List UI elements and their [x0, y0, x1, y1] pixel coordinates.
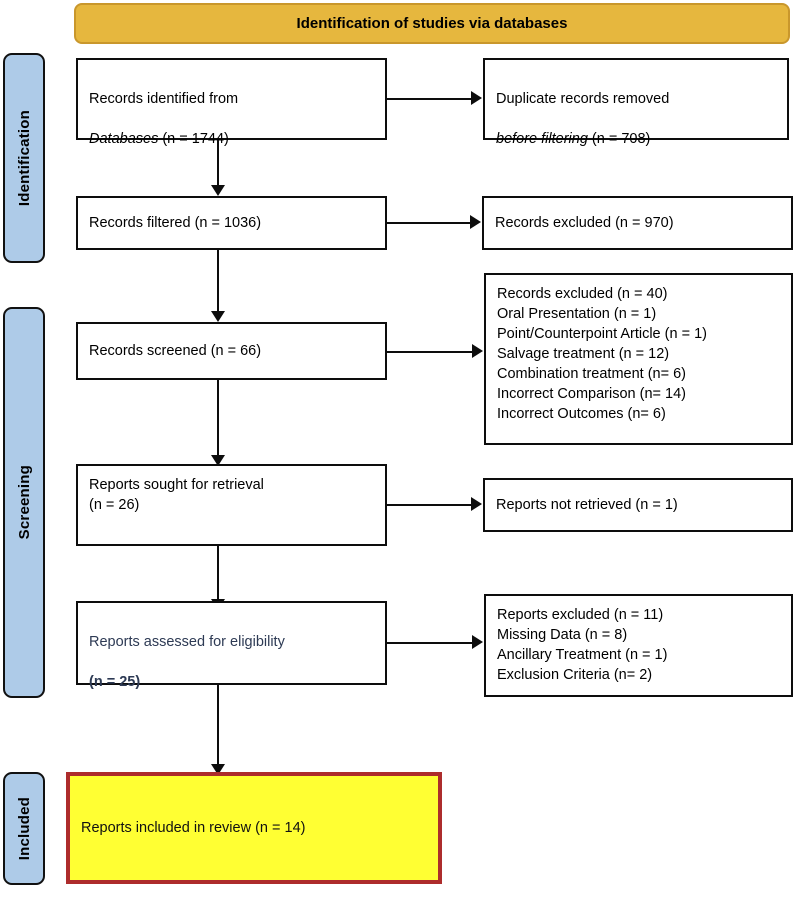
box-records-screened-text: Records screened (n = 66) — [89, 343, 262, 359]
phase-bar-identification: Identification — [3, 53, 45, 263]
box-reports-included: Reports included in review (n = 14) — [66, 772, 442, 884]
box-reports-excluded-eligibility: Reports excluded (n = 11) Missing Data (… — [484, 594, 793, 697]
connector-sought-to-assessed — [217, 546, 219, 600]
arrowhead-filtered-to-excluded — [470, 215, 481, 229]
box-reports-sought-text: Reports sought for retrieval (n = 26) — [89, 477, 264, 513]
phase-label-included: Included — [15, 796, 33, 861]
arrowhead-filtered-to-screened — [210, 311, 225, 322]
duplicates-removed-source: before filtering — [496, 131, 588, 147]
box-records-identified-text: Records identified from Databases (n = 1… — [89, 69, 238, 149]
connector-sought-to-not-retrieved — [387, 504, 472, 506]
arrowhead-identified-to-filtered — [210, 185, 225, 196]
connector-filtered-to-screened — [217, 250, 219, 312]
arrowhead-screened-to-sought — [210, 455, 225, 466]
records-identified-source: Databases — [89, 131, 159, 147]
box-reports-assessed-text: Reports assessed for eligibility (n = 25… — [89, 612, 285, 692]
box-records-excluded-filter-text: Records excluded (n = 970) — [495, 215, 674, 231]
box-duplicates-removed: Duplicate records removed before filteri… — [483, 58, 789, 147]
records-identified-line1: Records identified from — [89, 91, 239, 107]
box-records-screened: Records screened (n = 66) — [76, 322, 387, 380]
reports-assessed-line1: Reports assessed for eligibility — [89, 634, 285, 650]
phase-bar-included: Included — [3, 772, 45, 885]
reports-assessed-count: (n = 25) — [89, 674, 141, 690]
box-records-excluded-filter: Records excluded (n = 970) — [482, 196, 793, 250]
arrowhead-identified-to-duplicates — [471, 91, 482, 105]
phase-label-identification: Identification — [15, 109, 33, 207]
connector-assessed-to-included — [217, 685, 219, 765]
box-records-identified: Records identified from Databases (n = 1… — [76, 58, 387, 147]
box-duplicates-removed-text: Duplicate records removed before filteri… — [496, 69, 669, 149]
connector-filtered-to-excluded — [387, 222, 471, 224]
box-reports-not-retrieved: Reports not retrieved (n = 1) — [483, 478, 793, 532]
connector-screened-to-sought — [217, 380, 219, 456]
box-reports-sought: Reports sought for retrieval (n = 26) — [76, 464, 387, 546]
box-reports-not-retrieved-text: Reports not retrieved (n = 1) — [496, 497, 678, 513]
box-records-excluded-screen: Records excluded (n = 40) Oral Presentat… — [484, 273, 793, 445]
arrowhead-assessed-to-excluded — [472, 635, 483, 649]
duplicates-removed-count: (n = 708) — [587, 131, 651, 147]
phase-label-screening: Screening — [15, 465, 33, 540]
connector-identified-to-filtered — [217, 140, 219, 186]
arrowhead-assessed-to-included — [210, 764, 225, 775]
phase-bar-screening: Screening — [3, 307, 45, 698]
diagram-title: Identification of studies via databases — [296, 15, 568, 32]
box-records-excluded-screen-text: Records excluded (n = 40) Oral Presentat… — [497, 286, 707, 422]
box-reports-included-text: Reports included in review (n = 14) — [81, 820, 306, 836]
box-reports-assessed: Reports assessed for eligibility (n = 25… — [76, 601, 387, 690]
diagram-title-banner: Identification of studies via databases — [74, 3, 790, 44]
connector-screened-to-excluded — [387, 351, 473, 353]
arrowhead-screened-to-excluded — [472, 344, 483, 358]
duplicates-removed-line1: Duplicate records removed — [496, 91, 670, 107]
box-records-filtered: Records filtered (n = 1036) — [76, 196, 387, 250]
records-identified-count: (n = 1744) — [158, 131, 229, 147]
box-records-filtered-text: Records filtered (n = 1036) — [89, 215, 262, 231]
connector-assessed-to-excluded — [387, 642, 473, 644]
connector-identified-to-duplicates — [387, 98, 472, 100]
box-reports-excluded-eligibility-text: Reports excluded (n = 11) Missing Data (… — [497, 607, 668, 683]
arrowhead-sought-to-not-retrieved — [471, 497, 482, 511]
